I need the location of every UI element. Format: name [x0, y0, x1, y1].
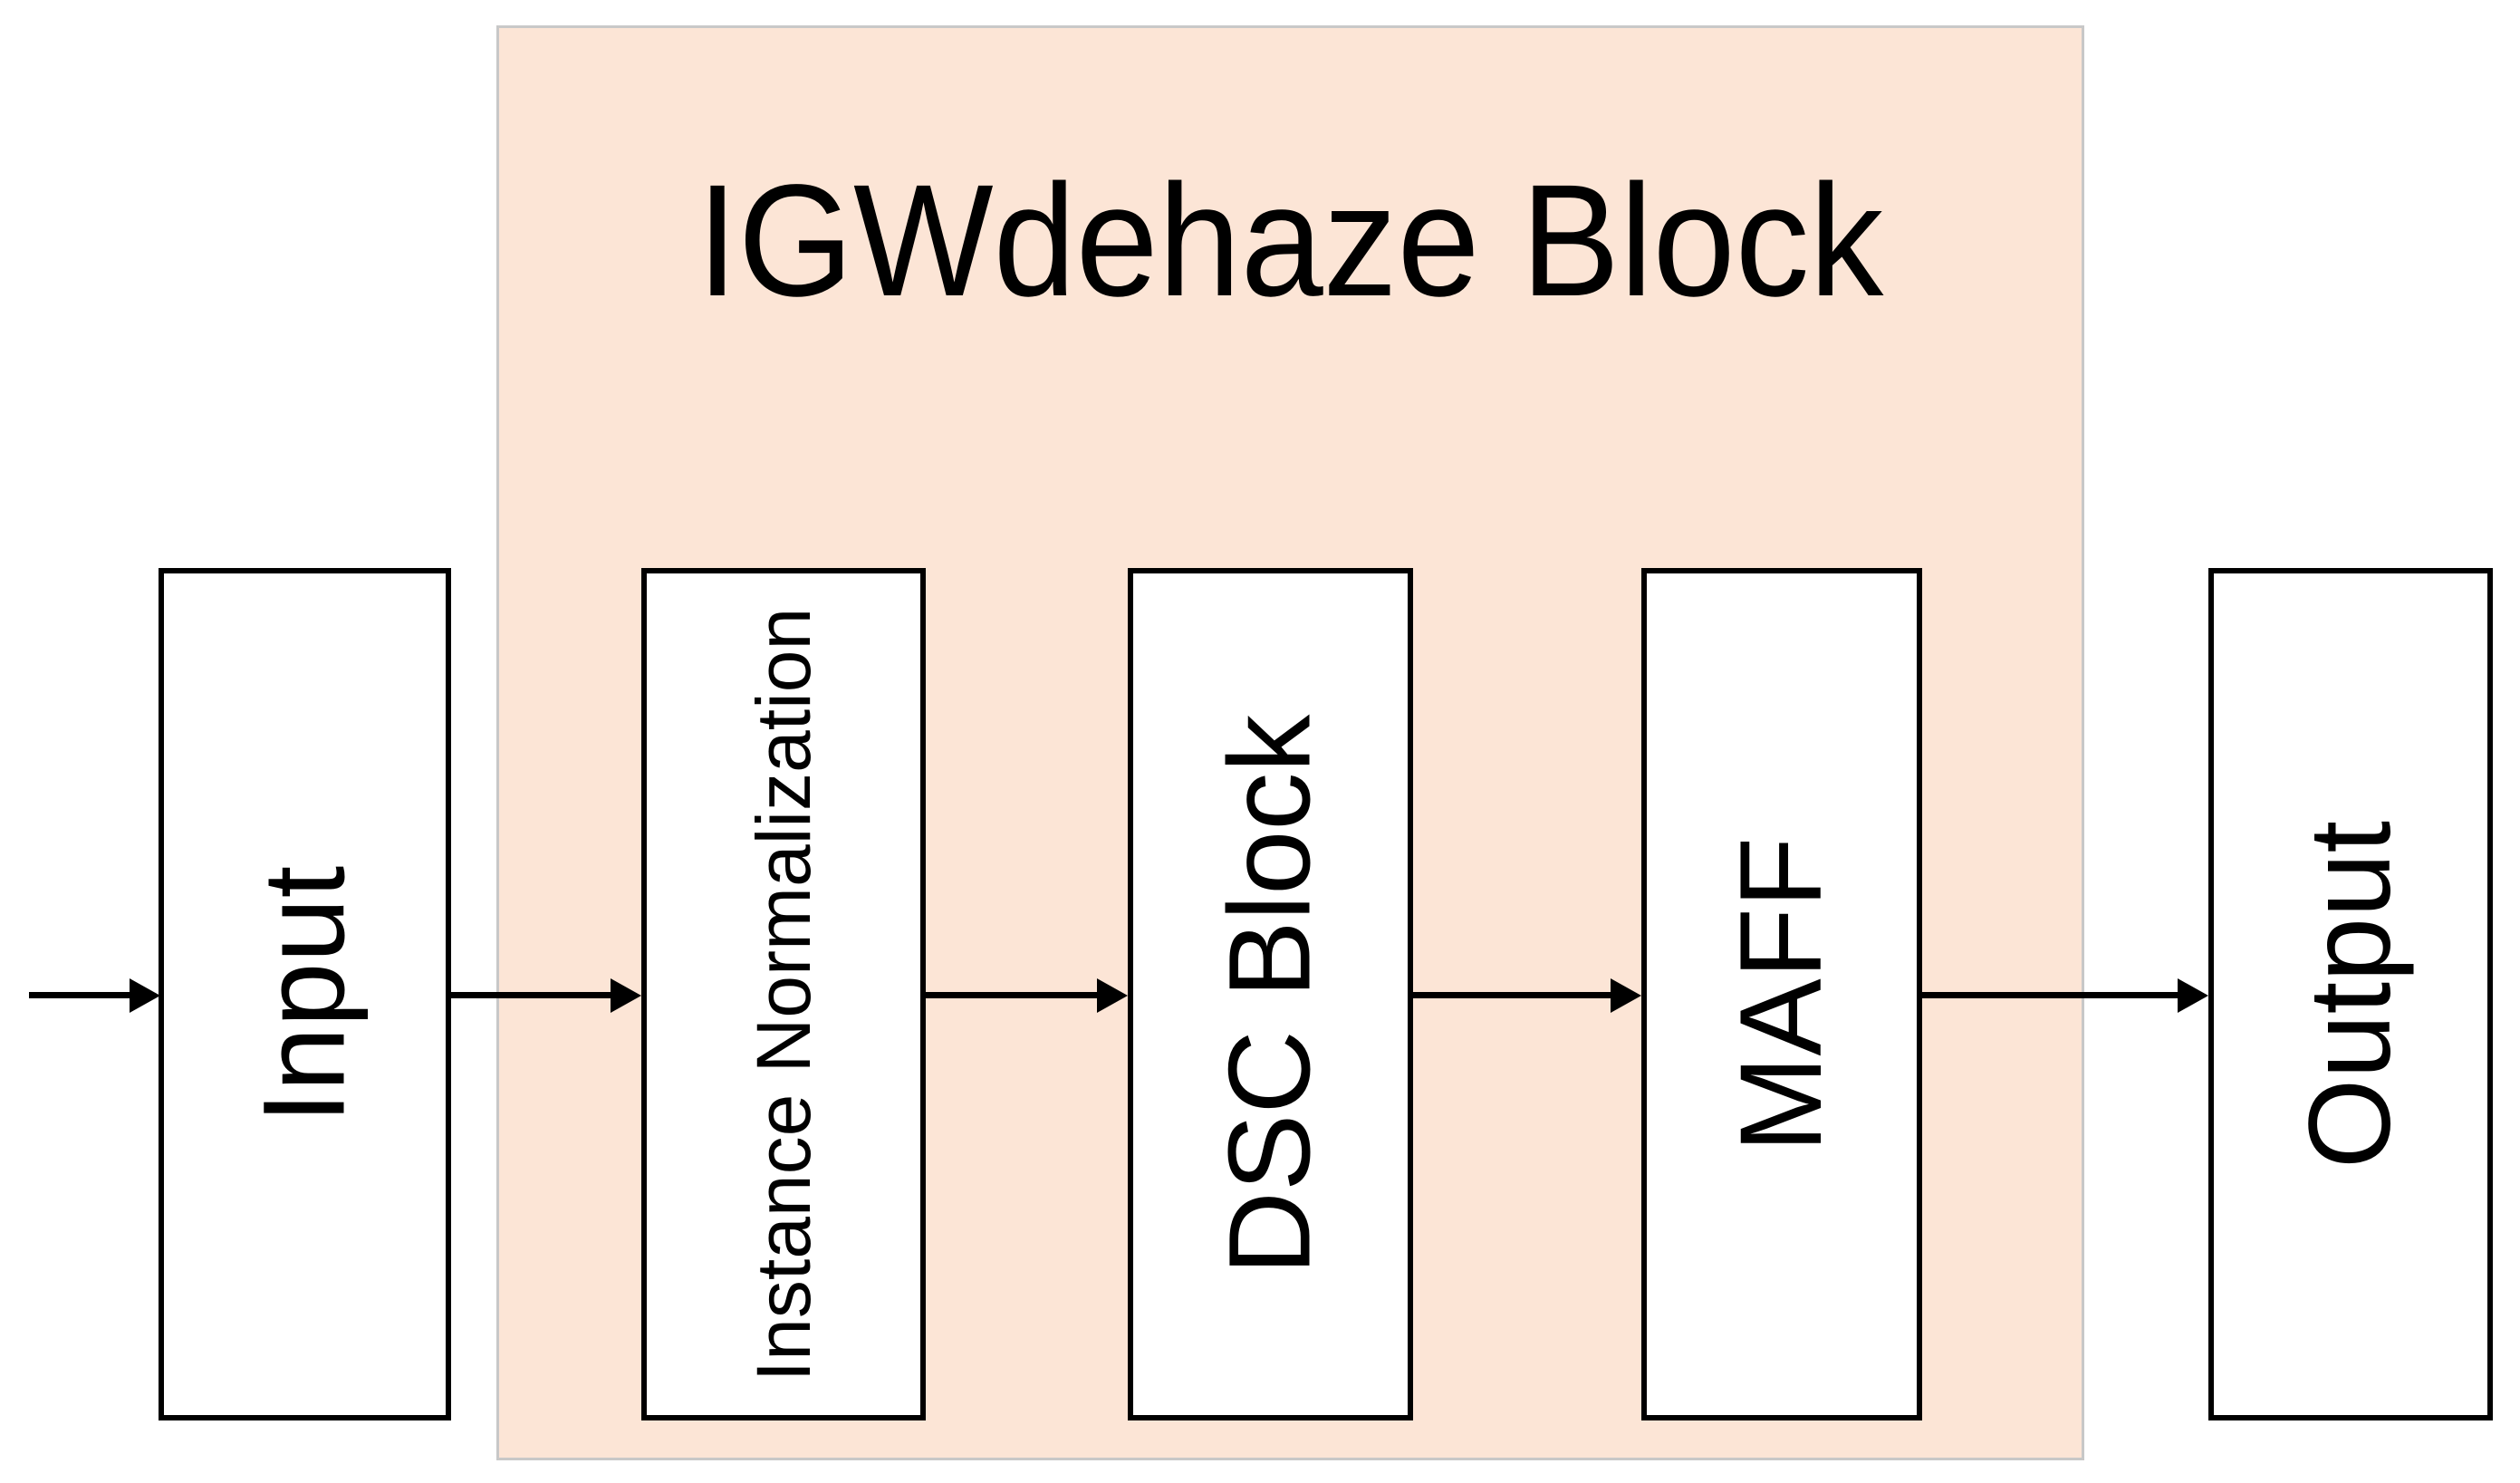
node-input: Input	[159, 568, 451, 1420]
node-input-label: Input	[239, 865, 370, 1123]
node-instance-normalization-label: Instance Normalization	[741, 607, 826, 1382]
node-dsc-block: DSC Block	[1128, 568, 1413, 1420]
group-title: IGWdehaze Block	[496, 161, 2084, 321]
node-output: Output	[2208, 568, 2493, 1420]
node-output-label: Output	[2285, 820, 2415, 1169]
node-maff-label: MAFF	[1717, 836, 1846, 1152]
arrow-into-input	[29, 992, 130, 998]
node-maff: MAFF	[1641, 568, 1922, 1420]
arrow-input-to-instance-normalization	[451, 992, 611, 998]
arrow-instance-normalization-to-dsc-block	[926, 992, 1097, 998]
arrow-maff-to-output	[1922, 992, 2178, 998]
node-dsc-block-label: DSC Block	[1205, 714, 1335, 1275]
node-instance-normalization: Instance Normalization	[641, 568, 926, 1420]
group-title-text: IGWdehaze Block	[697, 152, 1884, 330]
arrow-dsc-block-to-maff	[1413, 992, 1611, 998]
